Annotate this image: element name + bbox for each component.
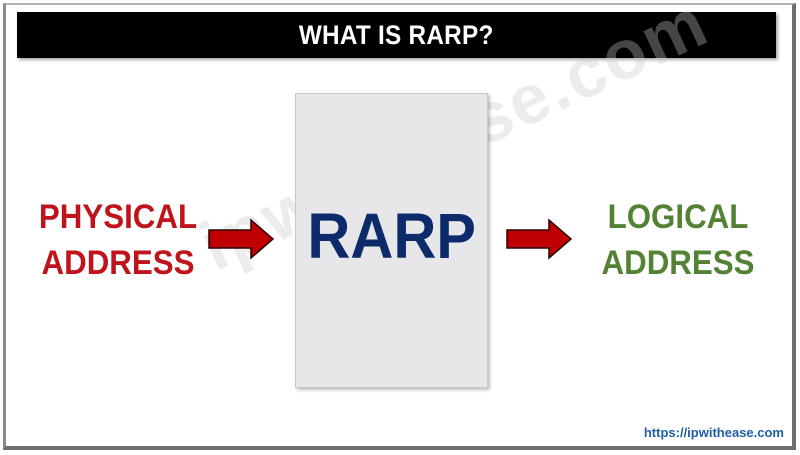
- rarp-box: RARP: [295, 93, 488, 388]
- logical-label-line2: ADDRESS: [601, 244, 755, 282]
- logical-label-line1: LOGICAL: [607, 198, 749, 236]
- logical-address-label: LOGICAL ADDRESS: [595, 194, 761, 286]
- physical-address-label: PHYSICAL ADDRESS: [35, 194, 201, 286]
- right-arrow-icon: [208, 218, 275, 260]
- title-bar: WHAT IS RARP?: [17, 12, 776, 58]
- page-title: WHAT IS RARP?: [299, 19, 494, 50]
- rarp-label: RARP: [307, 199, 476, 272]
- right-arrow-icon: [506, 218, 573, 260]
- physical-label-line2: ADDRESS: [41, 244, 195, 282]
- footer-url: https://ipwithease.com: [643, 425, 784, 440]
- physical-label-line1: PHYSICAL: [38, 198, 198, 236]
